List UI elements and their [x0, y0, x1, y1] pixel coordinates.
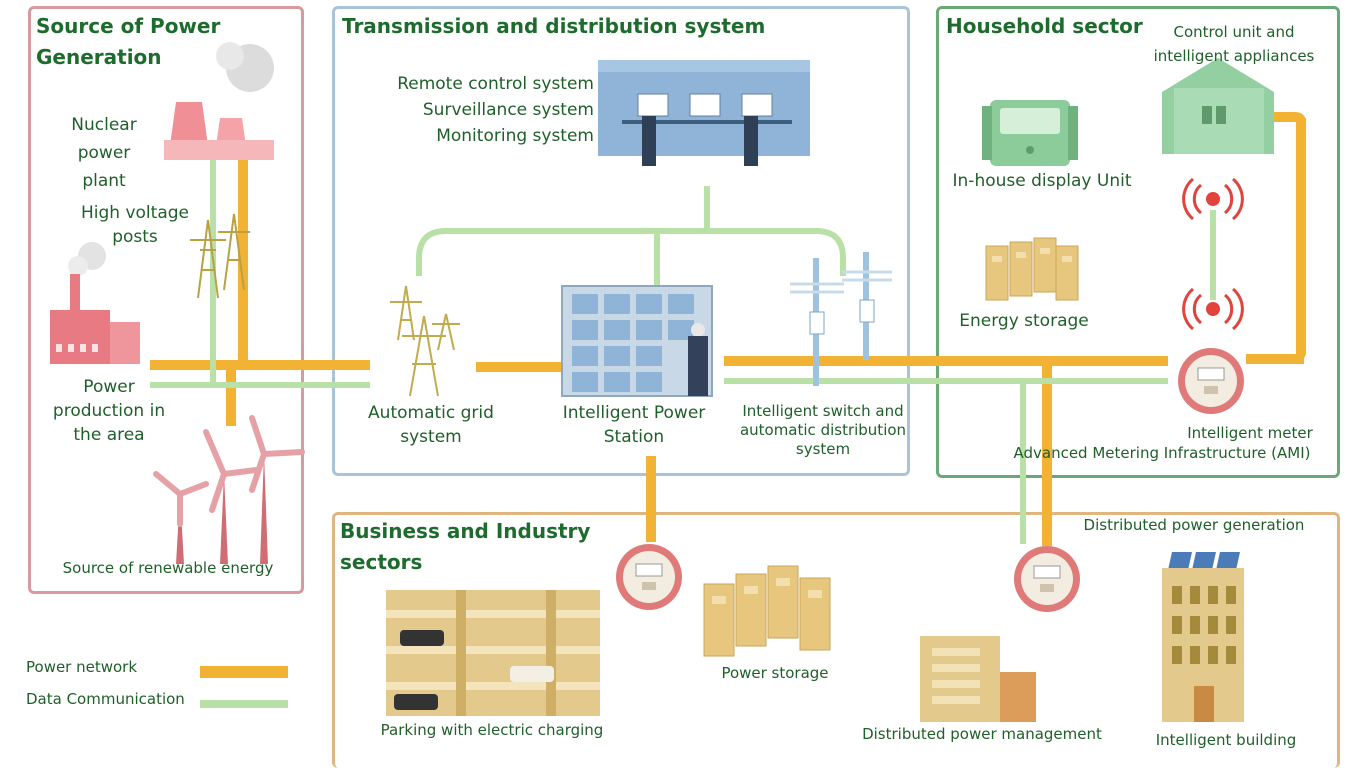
label-intelligent-building: Intelligent building — [1155, 731, 1297, 749]
source-panel — [28, 6, 304, 594]
label-intelligent-power-station: Intelligent Power Station — [562, 403, 706, 447]
wireless-signal-2-icon — [1182, 287, 1244, 331]
intelligent-building-icon — [1162, 552, 1244, 722]
data-line-station-house — [724, 378, 1168, 384]
legend-data-communication-label: Data Communication — [26, 690, 185, 708]
nuclear-plant-icon — [164, 42, 274, 160]
grid-tower-icon — [390, 285, 460, 397]
power-line-wind-vertical — [226, 366, 236, 426]
smart-meter-icon — [1178, 348, 1244, 414]
data-line-station-up — [654, 228, 660, 286]
energy-storage-icon — [985, 237, 1079, 301]
data-line-control-down — [704, 186, 710, 230]
display-unit-icon — [982, 100, 1078, 166]
power-line-station-house — [724, 356, 1168, 366]
label-distributed-generation: Distributed power generation — [1083, 516, 1305, 534]
power-storage-icon — [703, 565, 831, 657]
section-title-source: Source of Power Generation — [36, 14, 221, 69]
label-nuclear-plant: Nuclear power plant — [71, 115, 137, 191]
label-power-production: Power production in the area — [52, 377, 166, 445]
section-title-transmission: Transmission and distribution system — [342, 14, 766, 38]
power-line-station-down — [646, 456, 656, 542]
data-line-ami-down — [1020, 384, 1026, 544]
label-intelligent-switch: Intelligent switch and automatic distrib… — [739, 402, 907, 458]
business-panel — [332, 512, 1340, 768]
power-line-meter-link — [1246, 354, 1304, 364]
label-high-voltage-posts: High voltage posts — [81, 203, 189, 247]
label-energy-storage: Energy storage — [959, 311, 1089, 331]
legend-data-communication-swatch — [200, 700, 288, 708]
data-line-nuclear-vertical — [210, 160, 216, 388]
wireless-signal-icon — [1182, 177, 1244, 221]
label-remote-control-system: Remote control system — [397, 74, 594, 94]
data-line-main — [150, 382, 370, 388]
parking-garage-icon — [386, 590, 600, 716]
household-panel — [936, 6, 1340, 478]
power-line-ami-down — [1042, 362, 1052, 546]
label-surveillance-system: Surveillance system — [422, 100, 594, 120]
distribution-pole-icon — [790, 252, 892, 386]
high-voltage-tower-icon — [190, 213, 250, 299]
power-line-grid-station — [476, 362, 562, 372]
label-renewable-energy: Source of renewable energy — [62, 559, 274, 577]
label-ami: Advanced Metering Infrastructure (AMI) — [1013, 444, 1311, 462]
power-line-house-top — [1272, 112, 1306, 122]
meter-business-icon — [616, 544, 682, 610]
factory-icon — [50, 242, 140, 364]
label-monitoring-system: Monitoring system — [436, 126, 594, 146]
power-line-house-up — [1296, 118, 1306, 362]
power-line-main — [150, 360, 370, 370]
meter-distributed-icon — [1014, 546, 1080, 612]
data-line-arc — [416, 228, 846, 276]
transmission-panel — [332, 6, 910, 476]
label-parking: Parking with electric charging — [380, 721, 604, 739]
management-building-icon — [920, 636, 1036, 722]
label-intelligent-meter: Intelligent meter — [1187, 424, 1313, 442]
label-power-storage: Power storage — [721, 664, 829, 682]
label-control-unit: Control unit and intelligent appliances — [1153, 23, 1315, 65]
control-room-icon — [598, 60, 810, 166]
label-distributed-management: Distributed power management — [862, 725, 1102, 743]
data-line-antennas — [1210, 210, 1216, 300]
section-title-household: Household sector — [946, 14, 1143, 38]
legend-power-network-swatch — [200, 666, 288, 678]
smart-home-icon — [1162, 58, 1274, 154]
wind-turbine-icon — [153, 415, 305, 564]
label-automatic-grid: Automatic grid system — [368, 403, 494, 447]
legend-power-network-label: Power network — [26, 658, 138, 676]
power-line-nuclear-vertical — [238, 160, 248, 370]
label-display-unit: In-house display Unit — [952, 171, 1132, 191]
power-station-icon — [561, 285, 713, 397]
section-title-business: Business and Industry sectors — [340, 519, 591, 574]
